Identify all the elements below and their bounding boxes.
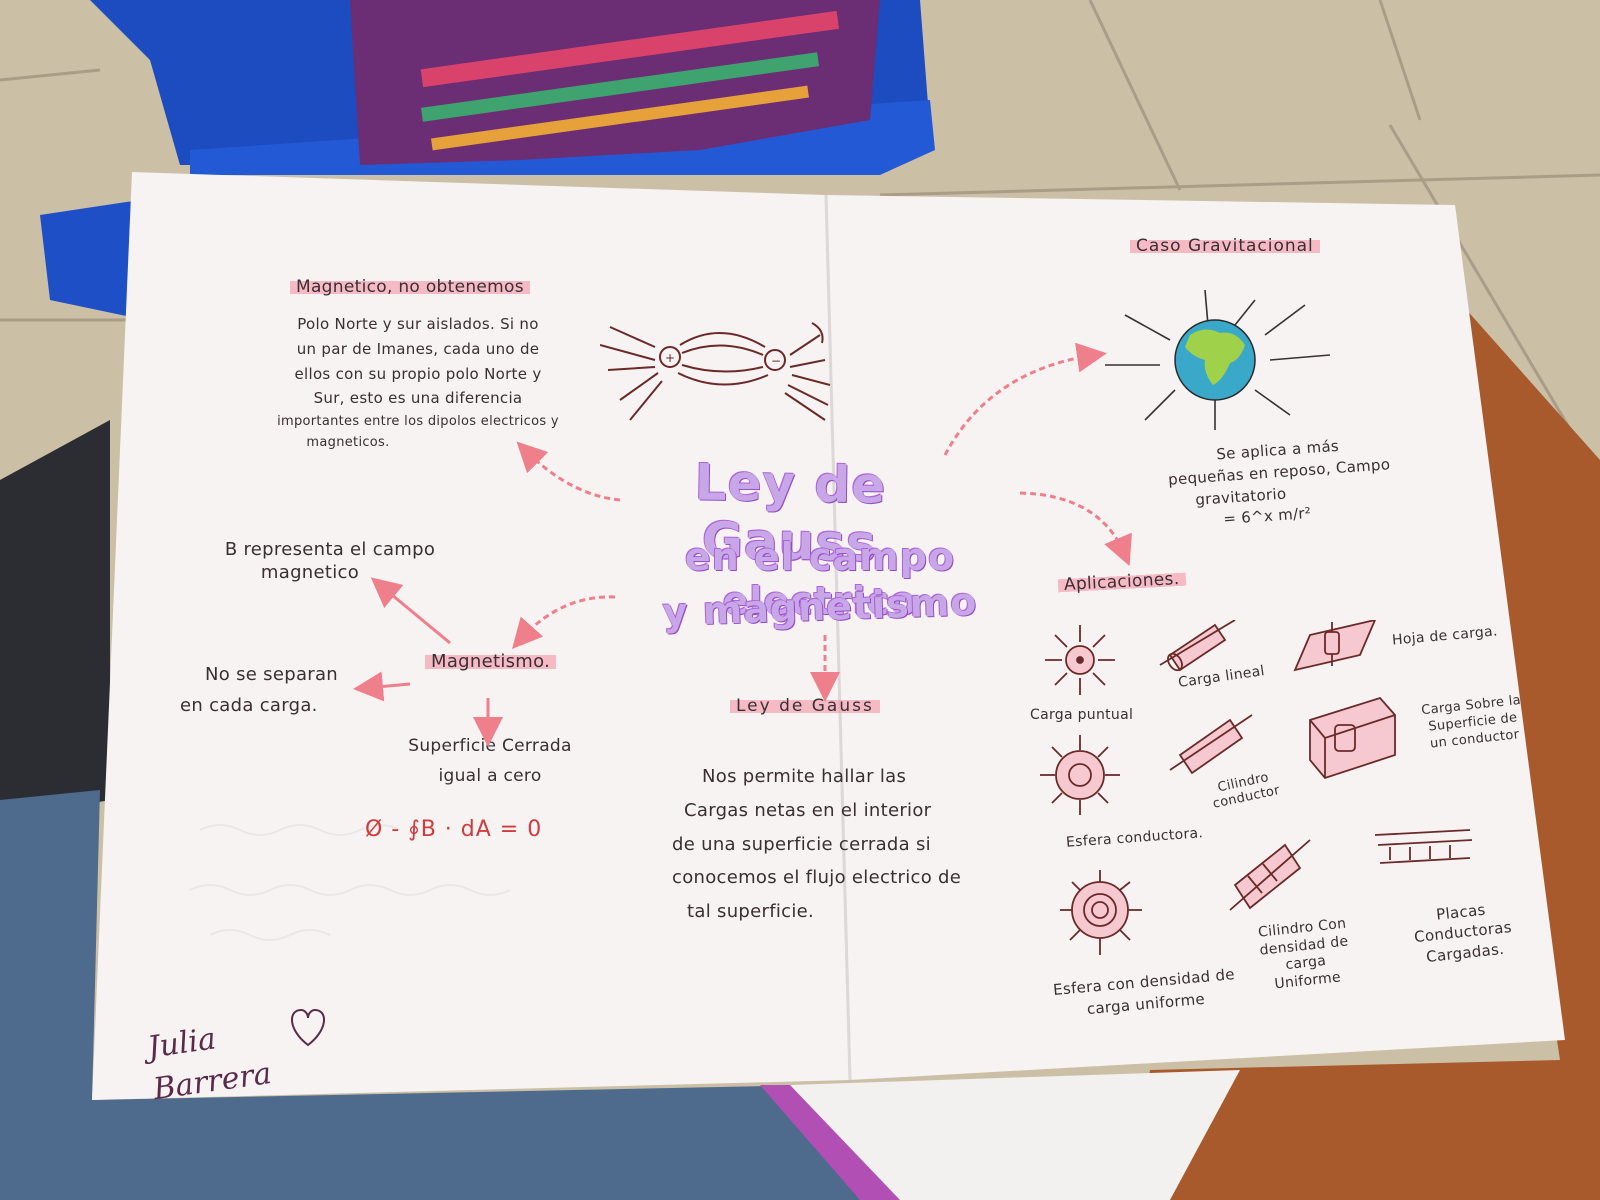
- notebook: [790, 1070, 1240, 1200]
- text-line: Sur, esto es una diferencia: [313, 389, 523, 408]
- text-line: tal superficie.: [687, 901, 815, 923]
- text-line: conocemos el flujo electrico de: [672, 867, 962, 889]
- woven-bag-stripe: [420, 52, 820, 122]
- gauss-magnetism-formula: Ø - ∮B · dA = 0: [365, 817, 543, 842]
- b-field-note: B representa el campo magnetico: [200, 538, 460, 585]
- line-charge-icon: [1159, 620, 1236, 672]
- main-subtitle-1: en el campo electrico: [684, 535, 956, 623]
- gravitacional-heading: Caso Gravitacional: [1130, 234, 1320, 260]
- woven-bag-stripe: [420, 10, 840, 88]
- text-line: igual a cero: [438, 765, 542, 786]
- magnetic-paragraph: Polo Norte y sur aislados. Si no un par …: [238, 312, 598, 454]
- dipole-field-drawing: + −: [600, 322, 831, 421]
- no-separation-note: No se separan en cada carga.: [180, 660, 338, 721]
- blue-chair: [40, 200, 145, 320]
- text-line: un par de Imanes, cada uno de: [296, 339, 540, 358]
- uniform-sphere-icon: [1060, 870, 1142, 955]
- text-line: importantes entre los dipolos electricos…: [277, 414, 559, 429]
- ley-heading: Ley de Gauss: [730, 694, 880, 720]
- magnetismo-heading: Magnetismo.: [425, 648, 557, 675]
- text-line: ellos con su propio polo Norte y: [294, 364, 542, 383]
- text-line: Nos permite hallar las: [702, 766, 907, 787]
- svg-text:+: +: [665, 351, 675, 365]
- dark-backpack: [0, 420, 110, 820]
- app-label-point-charge: Carga puntual: [1030, 707, 1134, 723]
- text-line: Cargas netas en el interior: [684, 799, 932, 821]
- magnetic-heading-text: Magnetico, no obtenemos: [290, 277, 530, 297]
- positive-charge: [659, 346, 681, 368]
- magnetic-heading: Magnetico, no obtenemos: [290, 275, 530, 301]
- app-label-conducting-plates: Placas Conductoras Cargadas.: [1413, 900, 1513, 966]
- conducting-cylinder-icon: [1169, 714, 1253, 775]
- magnetismo-heading-text: Magnetismo.: [425, 651, 557, 672]
- gravitacional-paragraph: Se aplica a más pequeñas en reposo, Camp…: [1147, 431, 1412, 536]
- faint-embossed-writing: [189, 824, 511, 941]
- text-line: Polo Norte y sur aislados. Si no: [297, 315, 539, 333]
- point-charge-icon: [1045, 625, 1115, 695]
- closed-surface-note: Superficie Cerrada igual a cero: [390, 732, 590, 792]
- earth-field-drawing: [1105, 289, 1330, 430]
- sheet-charge-icon: [1293, 620, 1376, 672]
- conducting-sphere-icon: [1040, 735, 1120, 815]
- text-line: Superficie Cerrada: [408, 736, 572, 756]
- svg-text:−: −: [771, 354, 781, 368]
- paper-fold: [824, 194, 852, 1081]
- paper-sheet: [92, 172, 1565, 1100]
- text-line: B representa el campo: [224, 539, 436, 560]
- tile-seam: [1378, 0, 1422, 121]
- text-line: en cada carga.: [180, 694, 318, 716]
- ley-heading-text: Ley de Gauss: [730, 696, 880, 716]
- jeans: [0, 790, 860, 1200]
- woven-bag-stripe: [431, 85, 809, 151]
- uniform-cylinder-icon: [1229, 839, 1311, 911]
- negative-charge: [764, 349, 786, 371]
- gravitacional-heading-text: Caso Gravitacional: [1130, 236, 1320, 256]
- app-label-uniform-cylinder: Cilindro Con densidad de carga Uniforme: [1257, 915, 1350, 992]
- aplicaciones-heading-text: Aplicaciones.: [1057, 568, 1186, 596]
- applications-drawings: [1040, 620, 1473, 955]
- text-line: magnetico: [260, 562, 360, 584]
- earth-land: [1185, 329, 1245, 385]
- ley-paragraph: Nos permite hallar las Cargas netas en e…: [672, 760, 1012, 929]
- text-line: magneticos.: [306, 435, 390, 451]
- notebook-edge: [760, 1085, 900, 1200]
- conducting-plates-icon: [1374, 829, 1473, 864]
- conductor-surface-charge-icon: [1309, 696, 1396, 780]
- text-line: No se separan: [205, 664, 339, 685]
- text-line: de una superficie cerrada si: [672, 833, 931, 855]
- heart-doodle-icon: [291, 1008, 325, 1047]
- tile-seam: [879, 173, 1600, 197]
- tile-seam: [1088, 0, 1182, 191]
- tile-seam: [0, 68, 101, 82]
